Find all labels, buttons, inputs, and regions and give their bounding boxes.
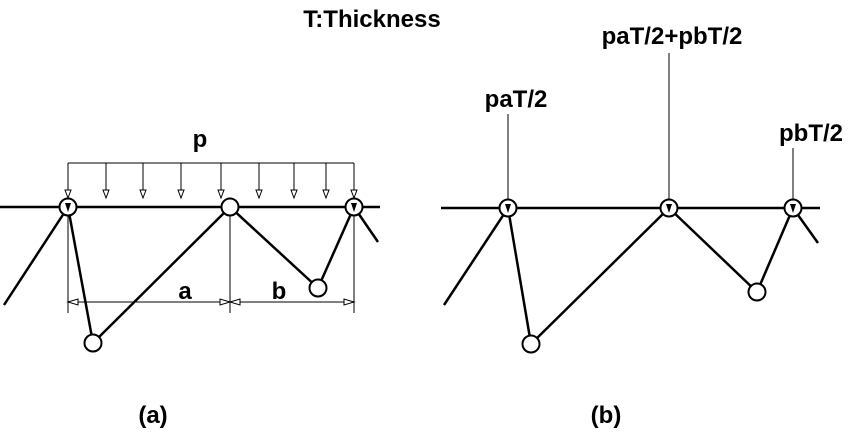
- nodes-a: [58, 197, 364, 353]
- caption-a: (a): [138, 402, 167, 429]
- left-load-label: paT/2: [485, 86, 548, 113]
- frame-members-a: [2, 206, 380, 344]
- dimension-b-label: b: [272, 278, 287, 305]
- point-load-lines: [507, 53, 794, 202]
- node-load-tips-b: [505, 204, 796, 213]
- right-load-label: pbT/2: [779, 120, 843, 147]
- panel-a: p: [0, 126, 380, 429]
- title: T:Thickness: [303, 6, 440, 33]
- panel-b: paT/2 paT/2+pbT/2 pbT/2: [441, 23, 843, 429]
- middle-load-label: paT/2+pbT/2: [602, 23, 743, 50]
- dimension-arrowheads: [66, 298, 356, 306]
- frame-members-b: [442, 207, 820, 345]
- nodes-b: [498, 198, 803, 354]
- dimension-a-label: a: [178, 278, 192, 305]
- distributed-load-arrows: [64, 163, 358, 200]
- distributed-load-label: p: [193, 126, 208, 153]
- node-load-tips-a: [65, 203, 357, 212]
- dimension-extension-lines: [67, 207, 355, 313]
- caption-b: (b): [591, 402, 622, 429]
